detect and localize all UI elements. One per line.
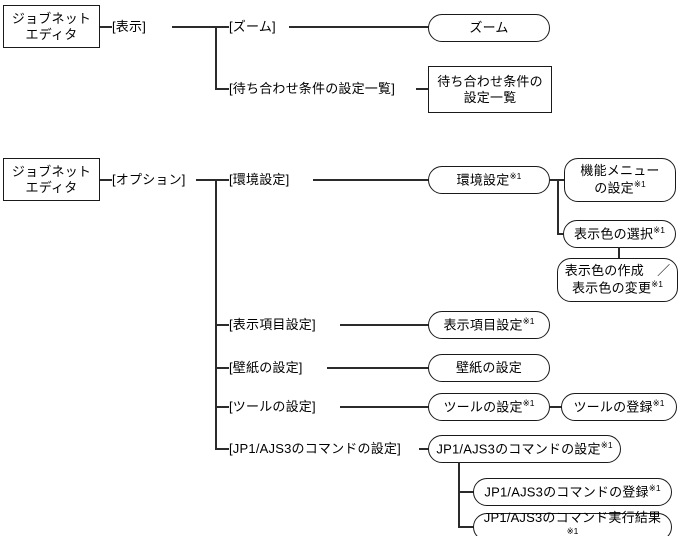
trunk-option-section xyxy=(215,179,217,449)
note-marker: ※1 xyxy=(566,526,579,536)
menu-label-jp1-command-settings: [JP1/AJS3のコマンドの設定] xyxy=(229,441,401,456)
connector-wait-condition-to-window xyxy=(416,88,429,90)
branch-connector-tool-settings xyxy=(215,406,229,408)
window-node-display-color-label: 表示色の選択※1 xyxy=(568,225,671,242)
window-node-environment-settings: 環境設定※1 xyxy=(428,166,550,194)
node-line-1: JP1/AJS3のコマンド実行結果 xyxy=(483,510,662,526)
note-marker: ※1 xyxy=(651,279,664,290)
node-label-stack: ジョブネット エディタ xyxy=(8,164,95,196)
note-marker: ※1 xyxy=(653,225,666,236)
window-node-tool-registration-label: ツールの登録※1 xyxy=(566,398,672,415)
node-line-1: 表示項目設定 xyxy=(443,317,523,333)
window-node-jp1-command-result: JP1/AJS3のコマンド実行結果※1 xyxy=(473,510,672,536)
connector-jp1-command-to-window xyxy=(419,448,429,450)
connector-display-item-to-window xyxy=(340,324,429,326)
menu-label-wait-condition-list: [待ち合わせ条件の設定一覧] xyxy=(229,81,396,96)
node-line-1: 環境設定 xyxy=(456,172,510,188)
connector-tool-settings-to-registration xyxy=(550,406,562,408)
menu-label-tool-settings: [ツールの設定] xyxy=(229,399,316,414)
window-node-zoom: ズーム xyxy=(428,14,550,42)
branch-connector-environment-settings xyxy=(215,179,229,181)
branch-connector-zoom xyxy=(215,26,229,28)
connector-environment-to-subtrunk xyxy=(550,179,558,181)
window-node-zoom-label: ズーム xyxy=(469,20,509,36)
window-node-wallpaper-settings: 壁紙の設定 xyxy=(428,354,550,382)
window-node-tool-label: ツールの設定※1 xyxy=(433,398,545,415)
connector-root-to-option xyxy=(100,179,112,181)
window-node-wallpaper-label: 壁紙の設定 xyxy=(455,360,522,376)
branch-connector-wallpaper-settings xyxy=(215,367,229,369)
connector-environment-to-window xyxy=(313,179,429,181)
window-node-display-color-create-change: 表示色の作成 ／ 表示色の変更※1 xyxy=(557,258,678,302)
connector-zoom-to-window xyxy=(289,26,429,28)
node-line-2: 表示色の変更 xyxy=(571,280,652,296)
connector-display-color-to-create xyxy=(618,247,620,259)
subtrunk-jp1-command xyxy=(458,462,460,527)
node-line-1: ツールの登録 xyxy=(573,399,653,415)
node-label-stack: 機能メニュー の設定※1 xyxy=(569,163,671,196)
node-line-1: ジョブネット xyxy=(11,10,92,26)
window-node-tool-registration: ツールの登録※1 xyxy=(561,393,677,421)
window-node-display-item-settings: 表示項目設定※1 xyxy=(428,311,550,339)
connector-tool-to-window xyxy=(340,406,429,408)
connector-option-to-trunk xyxy=(196,179,216,181)
node-label-stack: 表示色の作成 ／ 表示色の変更※1 xyxy=(562,263,673,296)
note-marker: ※1 xyxy=(652,398,665,409)
node-line-1: ジョブネット xyxy=(11,163,92,179)
subtrunk-environment xyxy=(557,179,559,234)
window-node-jp1-result-label: JP1/AJS3のコマンド実行結果※1 xyxy=(478,510,667,536)
node-line-1: JP1/AJS3のコマンドの登録 xyxy=(484,484,649,500)
window-node-jp1-command-registration: JP1/AJS3のコマンドの登録※1 xyxy=(473,478,672,506)
node-jobnet-editor-view: ジョブネット エディタ xyxy=(3,5,100,48)
branch-connector-jp1-command-settings xyxy=(215,448,229,450)
branch-connector-display-item-settings xyxy=(215,324,229,326)
node-line-1: 表示色の作成 ／ xyxy=(564,263,671,279)
node-line-1: 機能メニュー xyxy=(580,163,660,179)
menu-label-view: [表示] xyxy=(112,19,147,34)
note-marker: ※1 xyxy=(522,398,535,409)
note-marker: ※1 xyxy=(509,171,522,182)
window-node-wait-condition-list: 待ち合わせ条件の 設定一覧 xyxy=(428,66,552,113)
menu-label-display-item-settings: [表示項目設定] xyxy=(229,317,316,332)
node-label-stack: ジョブネット エディタ xyxy=(8,11,95,43)
trunk-view-section xyxy=(215,26,217,89)
window-node-function-menu-settings: 機能メニュー の設定※1 xyxy=(564,158,676,202)
connector-subtrunk-to-jp1-result xyxy=(458,526,474,528)
connector-subtrunk-to-display-color xyxy=(557,233,565,235)
window-node-display-item-label: 表示項目設定※1 xyxy=(433,316,545,333)
node-jobnet-editor-option: ジョブネット エディタ xyxy=(3,158,100,201)
connector-subtrunk-to-function-menu xyxy=(557,179,565,181)
note-marker: ※1 xyxy=(600,440,613,451)
note-marker: ※1 xyxy=(522,316,535,327)
node-line-2: の設定 xyxy=(594,180,634,196)
node-line-2: 設定一覧 xyxy=(463,89,517,105)
note-marker: ※1 xyxy=(648,483,661,494)
menu-label-zoom: [ズーム] xyxy=(229,19,276,34)
node-line-2: エディタ xyxy=(25,179,78,195)
window-node-jp1-registration-label: JP1/AJS3のコマンドの登録※1 xyxy=(478,483,667,500)
menu-label-wallpaper-settings: [壁紙の設定] xyxy=(229,360,303,375)
node-line-1: 表示色の選択 xyxy=(573,226,654,242)
node-line-1: ツールの設定 xyxy=(443,399,523,415)
window-node-environment-label: 環境設定※1 xyxy=(433,171,545,188)
window-node-display-color-select: 表示色の選択※1 xyxy=(563,220,676,248)
window-node-jp1-command-label: JP1/AJS3のコマンドの設定※1 xyxy=(433,440,616,457)
window-node-jp1-command-settings: JP1/AJS3のコマンドの設定※1 xyxy=(428,435,621,463)
note-marker: ※1 xyxy=(633,179,646,190)
connector-wallpaper-to-window xyxy=(327,367,429,369)
window-node-tool-settings: ツールの設定※1 xyxy=(428,393,550,421)
menu-label-option: [オプション] xyxy=(112,172,186,187)
menu-label-environment-settings: [環境設定] xyxy=(229,172,290,187)
connector-root-to-view xyxy=(100,26,112,28)
connector-view-to-trunk xyxy=(172,26,216,28)
node-line-2: エディタ xyxy=(25,26,78,42)
branch-connector-wait-condition xyxy=(215,88,229,90)
node-label-stack: 待ち合わせ条件の 設定一覧 xyxy=(433,74,547,106)
connector-subtrunk-to-jp1-registration xyxy=(458,491,474,493)
node-line-1: 待ち合わせ条件の xyxy=(437,73,543,89)
node-line-1: JP1/AJS3のコマンドの設定 xyxy=(436,441,601,457)
